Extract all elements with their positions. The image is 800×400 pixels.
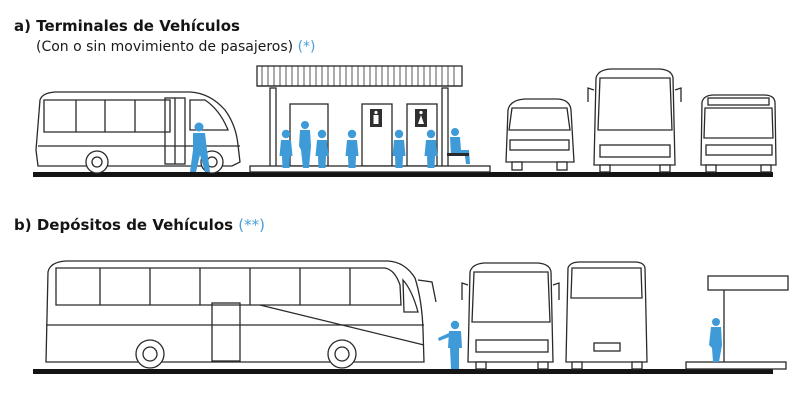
person-standing: [299, 121, 311, 168]
person-walking: [190, 122, 210, 172]
section-a-heading: a) Terminales de Vehículos: [14, 17, 240, 35]
coach-rear: [565, 261, 648, 370]
coach-side: [45, 260, 437, 369]
person-pointing: [438, 320, 462, 369]
person-standing: [315, 129, 329, 168]
section-b-note: (**): [238, 216, 266, 234]
section-a-title: Terminales de Vehículos: [36, 17, 240, 35]
van-front: [505, 98, 575, 171]
person-standing: [424, 129, 438, 168]
person-seated: [447, 128, 470, 164]
section-a-subtitle-line: (Con o sin movimiento de pasajeros) (*): [36, 39, 316, 55]
person-standing: [345, 129, 359, 168]
terminal-people: [279, 121, 470, 168]
section-b-title: Depósitos de Vehículos: [36, 216, 234, 234]
minibus-side: [35, 91, 241, 174]
depot-shelter: [685, 275, 789, 370]
ground-line-a: [33, 172, 773, 177]
section-a-prefix: a): [14, 17, 31, 35]
section-a-subtitle: (Con o sin movimiento de pasajeros): [36, 39, 294, 55]
section-a-scene: [33, 65, 777, 177]
person-standing: [392, 129, 406, 168]
section-b-prefix: b): [14, 216, 32, 234]
ground-line-b: [33, 369, 773, 374]
person-leaning: [709, 318, 722, 362]
coach-front: [587, 68, 682, 173]
coach-front-b: [461, 262, 560, 370]
section-b-heading: b) Depósitos de Vehículos (**): [14, 216, 265, 234]
city-bus-front: [700, 94, 777, 173]
woman-restroom-icon: [415, 109, 427, 127]
man-restroom-icon: [370, 109, 382, 127]
section-a-note: (*): [297, 39, 316, 55]
terminal-building: [249, 65, 491, 173]
section-b-scene: [33, 260, 789, 374]
